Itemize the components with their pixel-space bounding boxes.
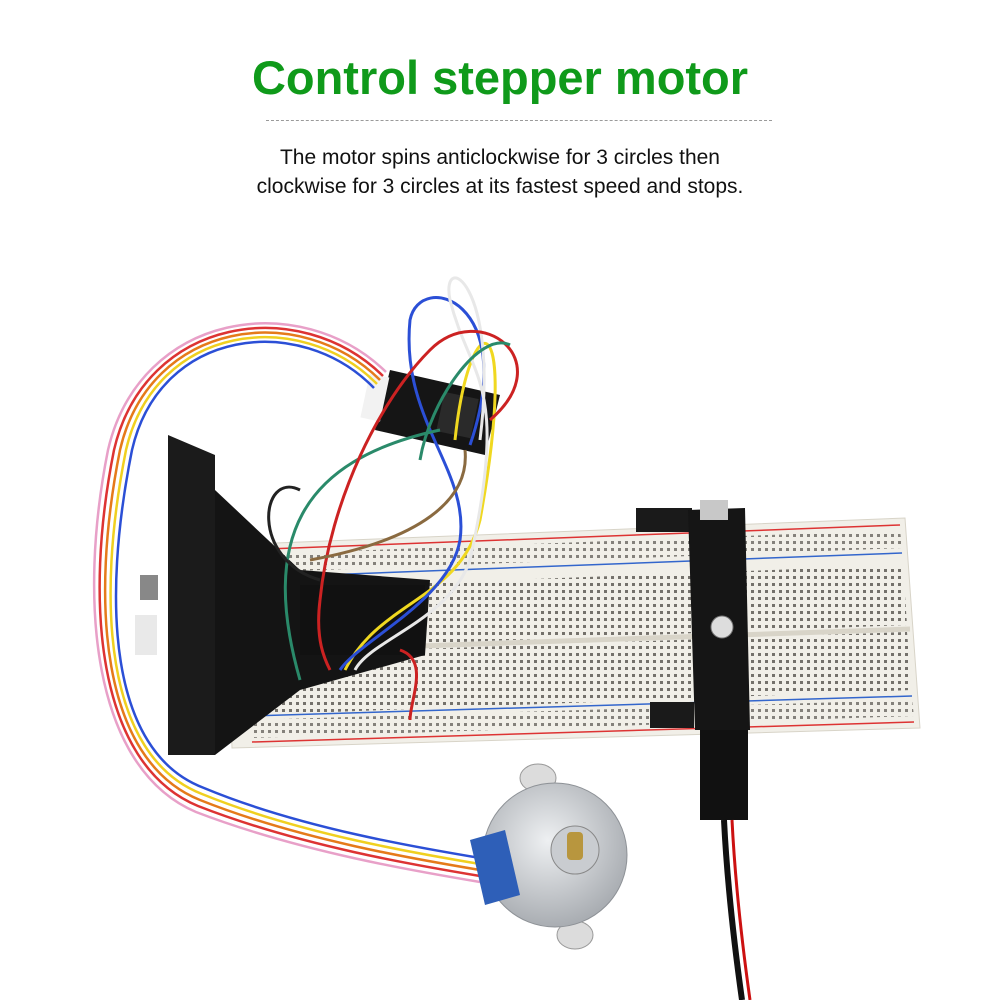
page-title: Control stepper motor <box>251 51 749 104</box>
power-module <box>636 500 750 820</box>
dc-cable-black <box>721 819 745 1000</box>
description-line-1: The motor spins anticlockwise for 3 circ… <box>279 146 720 169</box>
connector-white <box>135 615 157 655</box>
description-line-2: clockwise for 3 circles at its fastest s… <box>256 175 744 198</box>
dc-cable-red <box>730 819 752 1000</box>
motor-ribbon-cable <box>92 322 481 884</box>
stepper-motor <box>470 763 628 950</box>
title-divider <box>266 120 772 121</box>
jumper-wires <box>267 276 519 721</box>
dc-jack <box>700 730 748 820</box>
motor-connector <box>470 830 520 905</box>
description: The motor spins anticlockwise for 3 circ… <box>0 143 1000 201</box>
